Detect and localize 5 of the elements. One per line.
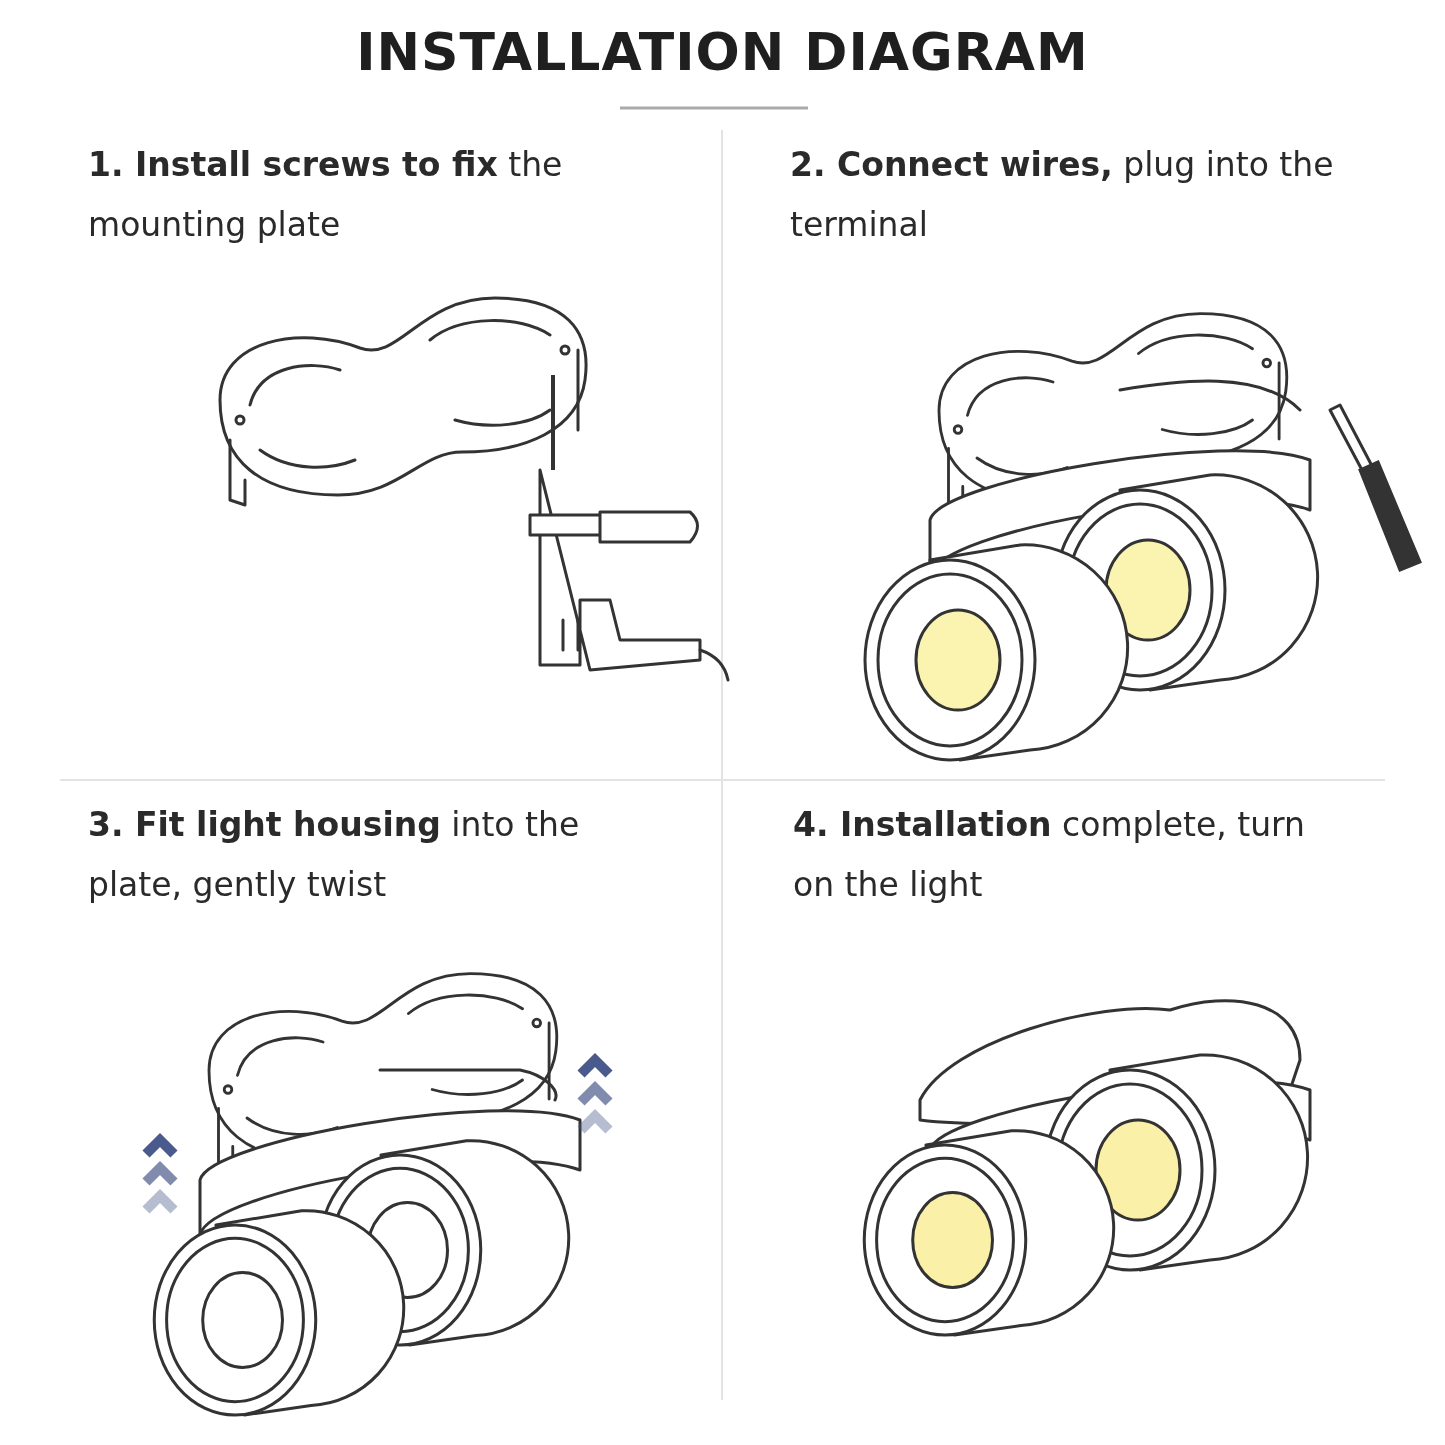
step-instruction: 4. Installation complete, turn on the light	[793, 804, 1306, 906]
step-instruction: 1. Install screws to fix the mounting plate	[88, 144, 564, 246]
step-instruction: 2. Connect wires, plug into the terminal	[790, 144, 1335, 246]
step-instruction: 3. Fit light housing into the plate, gently twist	[88, 804, 581, 906]
diagram-title: INSTALLATION DIAGRAM	[355, 22, 1090, 82]
